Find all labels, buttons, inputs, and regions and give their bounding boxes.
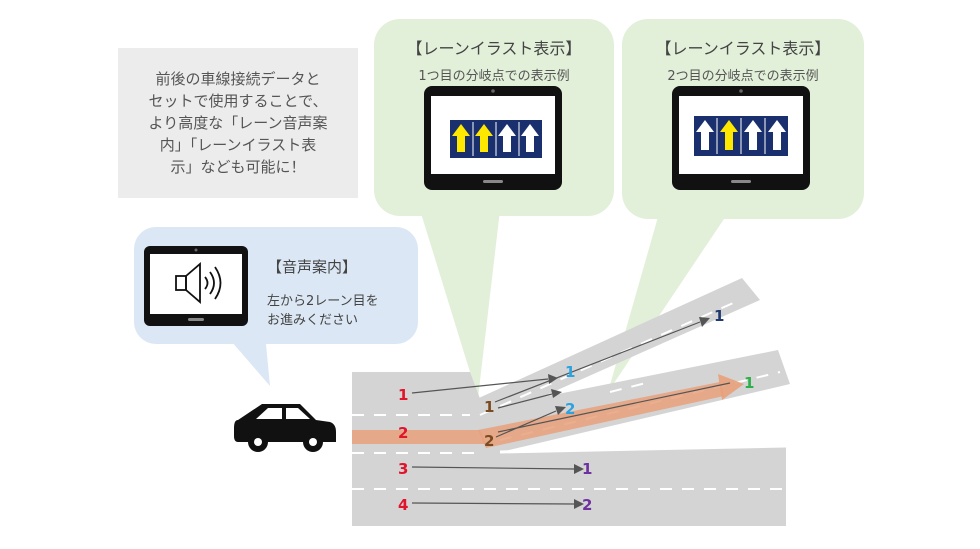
bubble-left-text: 【レーンイラスト表示】 1つ目の分岐点での表示例 [374, 19, 614, 99]
lane-number-labels: 1 2 3 4 1 2 1 2 1 1 1 2 [398, 307, 754, 514]
voice-guidance-title: 【音声案内】 [267, 258, 358, 276]
lane-label-upper-branch-1: 1 [565, 363, 575, 381]
arrow-up-icon [720, 120, 738, 150]
car-icon [234, 404, 336, 452]
arrow-up-icon [498, 124, 516, 152]
lane-label-start-2: 2 [398, 424, 408, 442]
bubble-right-text: 【レーンイラスト表示】 2つ目の分岐点での表示例 [622, 19, 864, 99]
arrow-up-icon [452, 124, 470, 152]
arrow-up-icon [475, 124, 493, 152]
bubble-right-subtitle: 2つ目の分岐点での表示例 [667, 69, 819, 84]
recommended-route [352, 374, 744, 448]
arrow-up-icon [696, 120, 714, 150]
lane-label-lower-road-2: 2 [582, 496, 592, 514]
arrow-up-icon [744, 120, 762, 150]
lane-label-main-branch-1: 1 [744, 374, 754, 392]
lane-label-first-branch-1: 1 [484, 398, 494, 416]
bubble-left-title: 【レーンイラスト表示】 [406, 39, 582, 58]
road-branch-gap [480, 406, 520, 420]
speaker-icon [175, 262, 222, 304]
info-note: 前後の車線接続データと セットで使用することで、 より高度な「レーン音声案 内」… [118, 48, 358, 198]
bubble-right-title: 【レーンイラスト表示】 [655, 39, 831, 58]
lane-label-start-3: 3 [398, 460, 408, 478]
main-road [352, 372, 786, 526]
tablet-left [424, 86, 562, 190]
lane-arrowheads [548, 317, 710, 509]
top-branch-road [470, 278, 760, 420]
bubble-left-subtitle: 1つ目の分岐点での表示例 [418, 69, 570, 84]
lane-label-top-branch-1: 1 [714, 307, 724, 325]
arrow-up-icon [521, 124, 539, 152]
arrow-up-icon [768, 120, 786, 150]
lane-illustration-left [452, 122, 539, 156]
tablet-voice [144, 246, 248, 326]
lane-label-start-4: 4 [398, 496, 408, 514]
lane-label-first-branch-2: 2 [484, 432, 494, 450]
lane-label-start-1: 1 [398, 386, 408, 404]
lane-label-lower-road-1: 1 [582, 460, 592, 478]
lane-arrows [411, 321, 731, 505]
info-note-text: 前後の車線接続データと セットで使用することで、 より高度な「レーン音声案 内」… [148, 70, 328, 176]
lane-label-upper-branch-2: 2 [565, 400, 575, 418]
voice-guidance-text: 左から2レーン目を お進みください [267, 294, 379, 328]
lane-illustration-right [696, 118, 786, 154]
